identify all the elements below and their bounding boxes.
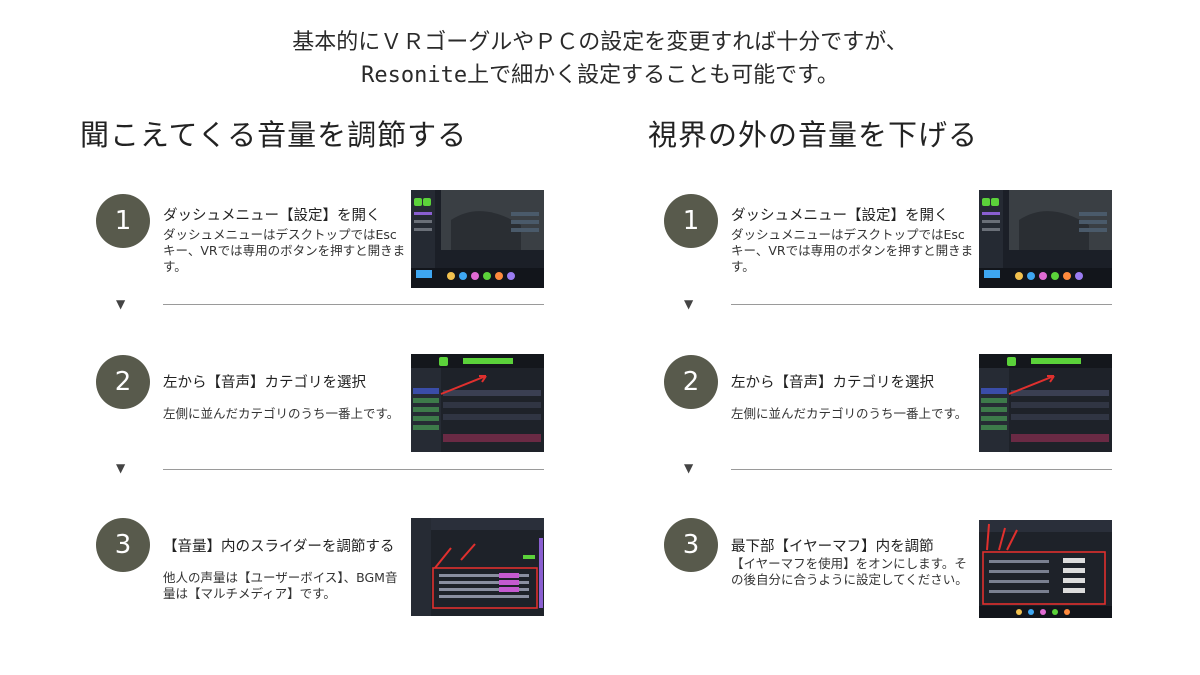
audio-category-screenshot [979, 354, 1112, 452]
step-number-circle: 1 [664, 194, 718, 248]
step-title: 最下部【イヤーマフ】内を調節 [731, 539, 934, 555]
divider [163, 469, 544, 470]
earmuff-settings-image [979, 520, 1112, 618]
audio-category-image [979, 354, 1112, 452]
divider [731, 469, 1112, 470]
step-description: ダッシュメニューはデスクトップではEscキー、VRでは専用のボタンを押すと開きま… [731, 227, 974, 274]
step-number-circle: 1 [96, 194, 150, 248]
divider [731, 304, 1112, 305]
step-description: 左側に並んだカテゴリのうち一番上です。 [163, 406, 400, 421]
step-description: 【イヤーマフを使用】をオンにします。その後自分に合うように設定してください。 [731, 556, 968, 587]
step-number-circle: 3 [96, 518, 150, 572]
dash-menu-screenshot [979, 190, 1112, 288]
intro-line-2: Resonite上で細かく設定することも可能です。 [361, 63, 839, 88]
step-title: ダッシュメニュー【設定】を開く [731, 208, 949, 224]
audio-category-screenshot [411, 354, 544, 452]
audio-category-image [411, 354, 544, 452]
step-description: 他人の声量は【ユーザーボイス】、BGM音量は【マルチメディア】です。 [163, 570, 398, 601]
dash-menu-image [411, 190, 544, 288]
step-title: ダッシュメニュー【設定】を開く [163, 208, 381, 224]
down-arrow-icon: ▼ [116, 461, 126, 475]
section-title: 視界の外の音量を下げる [648, 118, 979, 152]
step-number-circle: 2 [96, 355, 150, 409]
section-title: 聞こえてくる音量を調節する [80, 118, 468, 152]
dash-menu-screenshot [411, 190, 544, 288]
down-arrow-icon: ▼ [116, 297, 126, 311]
intro-line-1: 基本的にＶＲゴーグルやＰＣの設定を変更すれば十分ですが、 [292, 30, 908, 55]
step-number-circle: 3 [664, 518, 718, 572]
divider [163, 304, 544, 305]
intro-text: 基本的にＶＲゴーグルやＰＣの設定を変更すれば十分ですが、 Resonite上で細… [0, 26, 1200, 92]
step-description: ダッシュメニューはデスクトップではEscキー、VRでは専用のボタンを押すと開きま… [163, 227, 406, 274]
down-arrow-icon: ▼ [684, 297, 694, 311]
dash-menu-image [979, 190, 1112, 288]
down-arrow-icon: ▼ [684, 461, 694, 475]
step-title: 左から【音声】カテゴリを選択 [731, 375, 934, 391]
step-title: 左から【音声】カテゴリを選択 [163, 375, 366, 391]
step-number-circle: 2 [664, 355, 718, 409]
earmuff-settings-screenshot [979, 520, 1112, 618]
step-description: 左側に並んだカテゴリのうち一番上です。 [731, 406, 968, 421]
volume-slider-screenshot [411, 518, 544, 616]
volume-slider-image [411, 518, 544, 616]
step-title: 【音量】内のスライダーを調節する [163, 539, 395, 555]
